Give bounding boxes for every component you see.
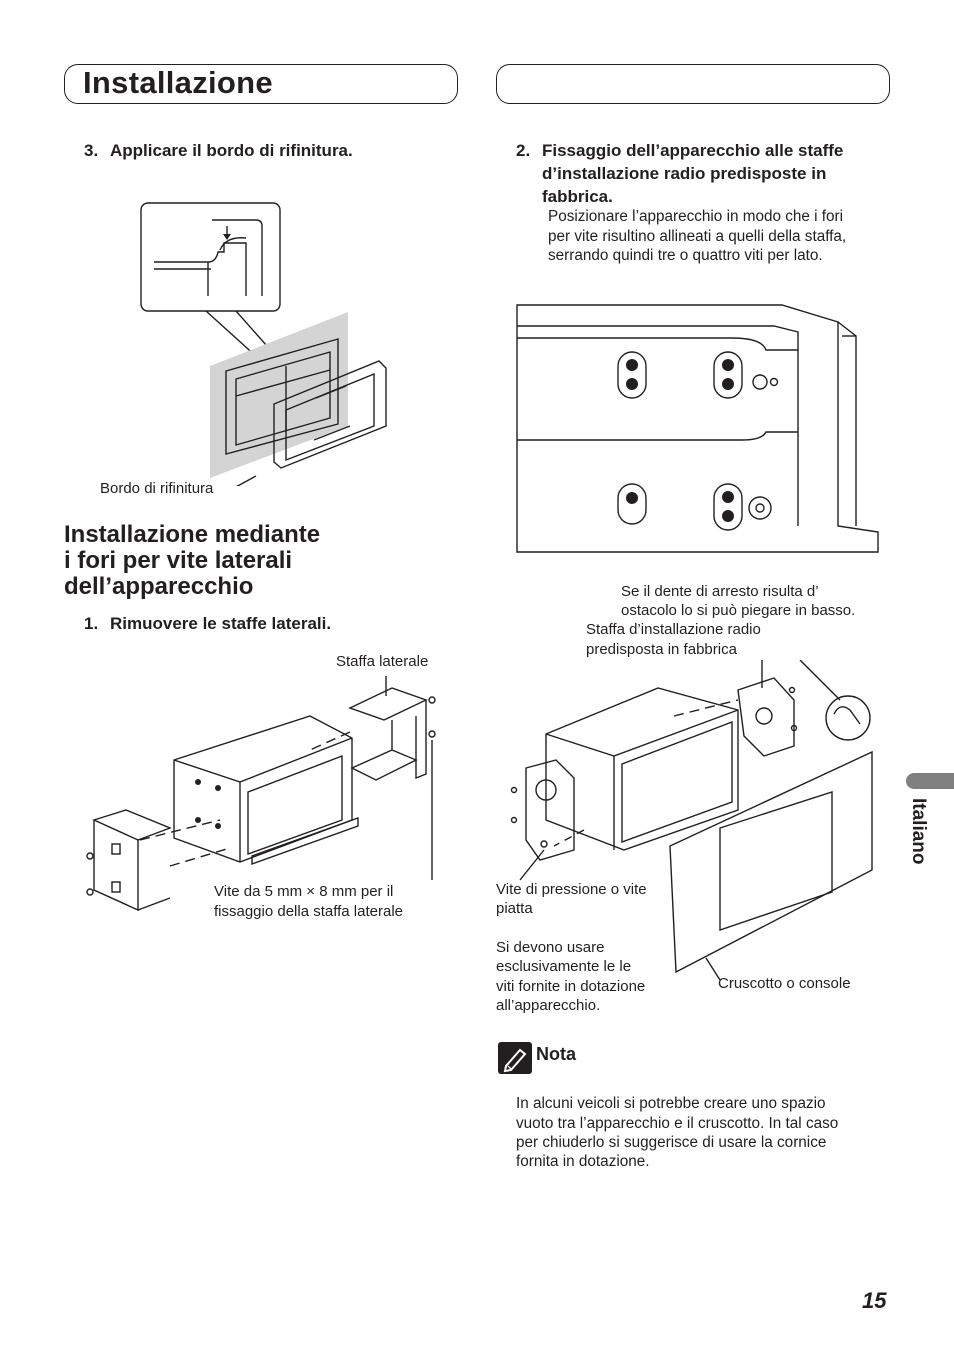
screw-caption-line-1: Vite da 5 mm × 8 mm per il — [214, 883, 394, 900]
unit-side-holes-illustration — [516, 304, 879, 553]
page-number: 15 — [862, 1288, 887, 1313]
note-line-2: vuoto tra l’apparecchio e il cruscotto. … — [516, 1115, 839, 1132]
language-tab-marker — [906, 773, 954, 789]
dashboard-caption: Cruscotto o console — [718, 975, 851, 992]
trim-ring-caption: Bordo di rifinitura — [100, 480, 214, 497]
note-line-4: fornita in dotazione. — [516, 1153, 650, 1170]
step-2-number: 2. — [516, 141, 531, 160]
section-heading-line-3: dell’apparecchio — [64, 573, 254, 600]
section-heading-line-2: i fori per vite laterali — [64, 547, 293, 574]
header-empty-box — [496, 64, 890, 104]
step-3-label: Applicare il bordo di rifinitura. — [110, 141, 353, 160]
screws-note-line-1: Si devono usare — [496, 939, 605, 956]
factory-bracket-line-2: predisposta in fabbrica — [586, 641, 737, 658]
pressure-screw-line-1: Vite di pressione o vite — [496, 881, 647, 898]
note-line-3: per chiuderlo si suggerisce di usare la … — [516, 1134, 827, 1151]
screws-note-line-2: esclusivamente le le — [496, 958, 632, 975]
step-1-label: Rimuovere le staffe laterali. — [110, 614, 332, 633]
note-line-1: In alcuni veicoli si potrebbe creare uno… — [516, 1095, 826, 1112]
screws-note-line-3: viti fornite in dotazione — [496, 978, 646, 995]
step-1-number: 1. — [84, 614, 99, 633]
screw-caption-line-2: fissaggio della staffa laterale — [214, 903, 404, 920]
step-3-number: 3. — [84, 141, 99, 160]
section-heading-line-1: Installazione mediante — [64, 521, 321, 548]
screws-note-line-4: all’apparecchio. — [496, 997, 601, 1014]
trim-ring-illustration — [140, 202, 387, 486]
side-bracket-caption: Staffa laterale — [336, 653, 429, 670]
step-2-body-line-3: serrando quindi tre o quattro viti per l… — [548, 247, 823, 264]
page-title: Installazione — [83, 65, 273, 100]
dashboard-installation-illustration — [510, 660, 873, 980]
tooth-note-line-2: ostacolo lo si può piegare in basso. — [621, 602, 856, 619]
note-pencil-icon — [498, 1042, 532, 1074]
step-2-body-line-2: per vite risultino allineati a quelli de… — [548, 228, 847, 245]
factory-bracket-line-1: Staffa d’installazione radio — [586, 621, 761, 638]
pressure-screw-line-2: piatta — [496, 900, 533, 917]
step-2-line-3: fabbrica. — [542, 187, 613, 206]
step-2-body-line-1: Posizionare l’apparecchio in modo che i … — [548, 208, 844, 225]
language-tab-label: Italiano — [908, 798, 929, 865]
step-2-line-2: d’installazione radio predisposte in — [542, 164, 827, 183]
header-title-box: Installazione — [64, 64, 458, 104]
note-title: Nota — [536, 1044, 576, 1064]
step-2-line-1: Fissaggio dell’apparecchio alle staffe — [542, 141, 844, 160]
side-brackets-illustration — [86, 676, 436, 912]
tooth-note-line-1: Se il dente di arresto risulta d’ — [621, 583, 819, 600]
